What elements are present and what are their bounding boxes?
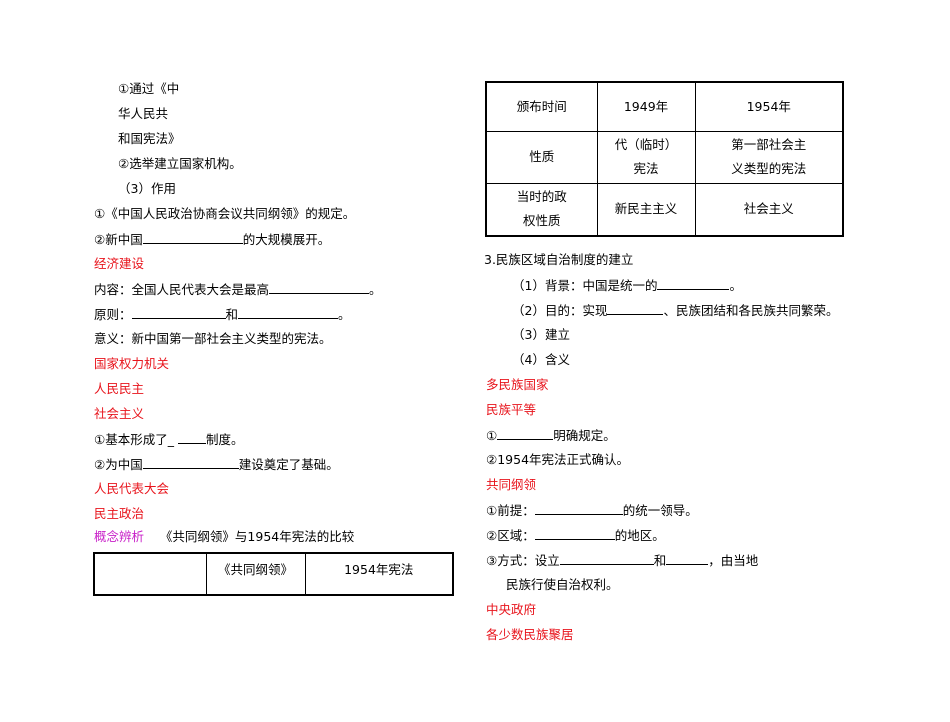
text: ①基本形成了_ bbox=[94, 432, 174, 447]
answer-blank[interactable] bbox=[497, 427, 554, 440]
text-line: （3）建立 bbox=[512, 327, 570, 342]
text: （2）目的：实现 bbox=[512, 303, 608, 318]
answer-blank[interactable] bbox=[269, 281, 370, 294]
text-line: （4）含义 bbox=[512, 352, 570, 367]
answer-blank[interactable] bbox=[534, 527, 615, 540]
text-line: ①通过《中 bbox=[118, 81, 180, 96]
text: 内容：全国人民代表大会是最高 bbox=[94, 282, 270, 297]
text-line: 意义：新中国第一部社会主义类型的宪法。 bbox=[94, 331, 332, 346]
text: 。 bbox=[729, 278, 742, 293]
text: ① bbox=[486, 428, 498, 443]
answer-blank[interactable] bbox=[607, 302, 664, 315]
answer-blank[interactable] bbox=[238, 306, 339, 319]
text: 。 bbox=[338, 307, 351, 322]
text-line: 民族行使自治权利。 bbox=[506, 577, 619, 592]
concept-label: 概念辨析 bbox=[94, 529, 145, 544]
text: ②新中国 bbox=[94, 232, 143, 247]
text-line: ②选举建立国家机构。 bbox=[118, 156, 242, 171]
answer-heading: 民族平等 bbox=[486, 402, 537, 417]
answer-heading: 人民代表大会 bbox=[94, 481, 170, 496]
table-cell: 第一部社会主 义类型的宪法 bbox=[694, 130, 844, 184]
answer-heading: 中央政府 bbox=[486, 602, 537, 617]
section-heading: 3.民族区域自治制度的建立 bbox=[484, 252, 634, 267]
text: 制度。 bbox=[205, 432, 244, 447]
fill-in-line: ②新中国 的大规模展开。 bbox=[94, 231, 330, 248]
text: 原则： bbox=[94, 307, 132, 322]
answer-blank[interactable] bbox=[657, 277, 730, 290]
answer-heading: 人民民主 bbox=[94, 381, 145, 396]
table-cell: 颁布时间 bbox=[485, 81, 598, 132]
fill-in-line: ① 明确规定。 bbox=[486, 427, 616, 444]
fill-in-line: （2）目的：实现 、民族团结和各民族共同繁荣。 bbox=[512, 302, 838, 319]
text: （1）背景：中国是统一的 bbox=[512, 278, 658, 293]
text: 的地区。 bbox=[614, 528, 665, 543]
text-line: 华人民共 bbox=[118, 106, 169, 121]
answer-heading: 各少数民族聚居 bbox=[486, 627, 574, 642]
text: ②为中国 bbox=[94, 457, 143, 472]
table-cell: 性质 bbox=[485, 130, 598, 184]
fill-in-line: （1）背景：中国是统一的 。 bbox=[512, 277, 742, 294]
text: 的统一领导。 bbox=[622, 503, 698, 518]
table-cell: 1954年 bbox=[694, 81, 844, 132]
answer-heading: 民主政治 bbox=[94, 506, 145, 521]
comparison-table-header: 《共同纲领》 1954年宪法 bbox=[93, 552, 454, 596]
subsection-heading: （3）作用 bbox=[118, 181, 176, 196]
answer-heading: 社会主义 bbox=[94, 406, 145, 421]
text-line: ①《中国人民政治协商会议共同纲领》的规定。 bbox=[94, 206, 356, 221]
fill-in-line: ③方式：设立 和 ，由当地 bbox=[486, 552, 758, 569]
text: 、民族团结和各民族共同繁荣。 bbox=[663, 303, 839, 318]
text: 和 bbox=[653, 553, 667, 568]
table-cell: 1949年 bbox=[596, 81, 696, 132]
text: 的大规模展开。 bbox=[242, 232, 331, 247]
fill-in-line: 内容：全国人民代表大会是最高 。 bbox=[94, 281, 382, 298]
text: ①前提： bbox=[486, 503, 535, 518]
answer-blank[interactable] bbox=[559, 552, 654, 565]
answer-heading: 多民族国家 bbox=[486, 377, 549, 392]
text: ，由当地 bbox=[708, 553, 759, 568]
text-line: 和国宪法》 bbox=[118, 131, 181, 146]
text: 。 bbox=[369, 282, 382, 297]
answer-blank[interactable] bbox=[131, 306, 226, 319]
text: 和 bbox=[225, 307, 239, 322]
table-cell: 当时的政 权性质 bbox=[485, 182, 598, 237]
text: 明确规定。 bbox=[553, 428, 616, 443]
answer-heading: 共同纲领 bbox=[486, 477, 537, 492]
fill-in-line: ①前提： 的统一领导。 bbox=[486, 502, 698, 519]
text: ②区域： bbox=[486, 528, 535, 543]
answer-blank[interactable] bbox=[177, 431, 206, 444]
table-cell: 社会主义 bbox=[694, 182, 844, 237]
fill-in-line: 原则： 和 。 bbox=[94, 306, 351, 323]
table-header-cell: 《共同纲领》 bbox=[205, 552, 306, 596]
table-header-cell: 1954年宪法 bbox=[304, 552, 454, 596]
answer-blank[interactable] bbox=[142, 231, 243, 244]
fill-in-line: ②区域： 的地区。 bbox=[486, 527, 665, 544]
text: ③方式：设立 bbox=[486, 553, 560, 568]
answer-heading: 经济建设 bbox=[94, 256, 145, 271]
answer-blank[interactable] bbox=[666, 552, 709, 565]
comparison-table: 颁布时间 1949年 1954年 性质 代（临时） 宪法 第一部社会主 义类型的… bbox=[485, 81, 844, 237]
concept-heading: 概念辨析 《共同纲领》与1954年宪法的比较 bbox=[94, 529, 354, 545]
fill-in-line: ①基本形成了_ 制度。 bbox=[94, 431, 243, 448]
table-header-cell bbox=[93, 552, 207, 596]
fill-in-line: ②为中国 建设奠定了基础。 bbox=[94, 456, 339, 473]
table-cell: 新民主主义 bbox=[596, 182, 696, 237]
concept-title: 《共同纲领》与1954年宪法的比较 bbox=[159, 529, 355, 544]
answer-blank[interactable] bbox=[534, 502, 623, 515]
answer-blank[interactable] bbox=[142, 456, 239, 469]
table-cell: 代（临时） 宪法 bbox=[596, 130, 696, 184]
text-line: ②1954年宪法正式确认。 bbox=[486, 452, 630, 467]
text: 建设奠定了基础。 bbox=[238, 457, 339, 472]
answer-heading: 国家权力机关 bbox=[94, 356, 170, 371]
